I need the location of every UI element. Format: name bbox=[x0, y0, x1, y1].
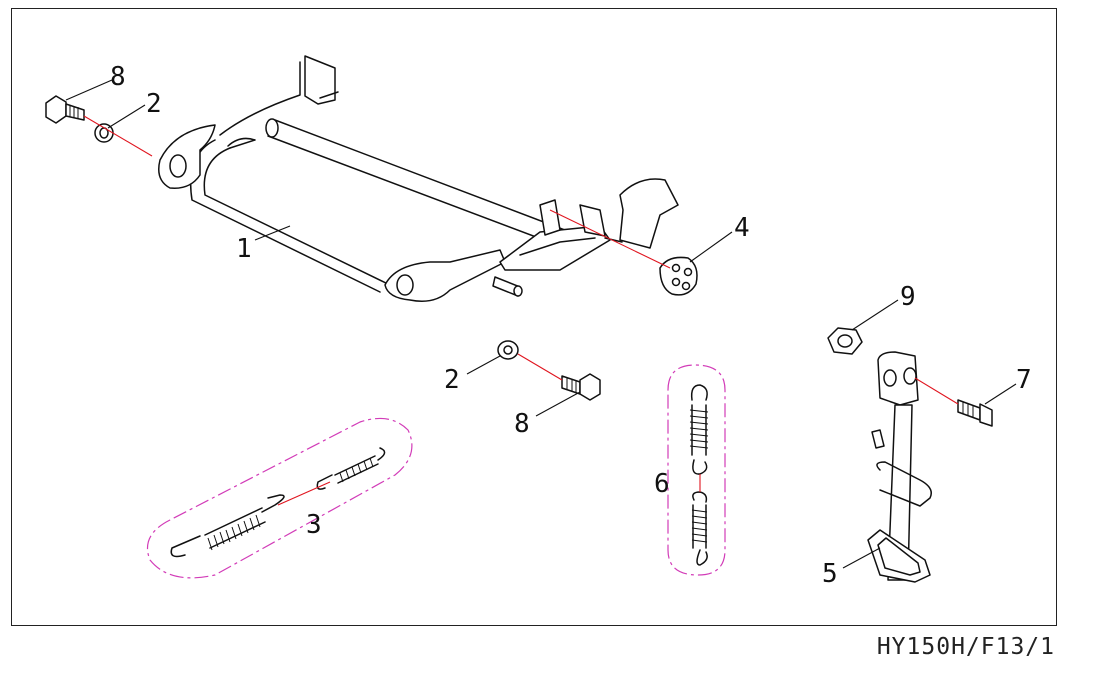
assembly-axis-top-left bbox=[83, 115, 153, 157]
callout-5: 5 bbox=[822, 559, 838, 589]
spring-set-main-stand bbox=[146, 417, 413, 579]
assembly-axis-stopper bbox=[549, 209, 671, 269]
collar-washer-top bbox=[94, 123, 114, 143]
collar-washer-middle bbox=[497, 340, 519, 360]
spring-set-side-stand bbox=[667, 364, 726, 576]
leader-lines bbox=[65, 79, 1017, 569]
flange-bolt-top bbox=[45, 95, 85, 124]
rubber-stopper bbox=[659, 256, 698, 296]
callout-1: 1 bbox=[236, 234, 252, 264]
callout-2-top: 2 bbox=[146, 89, 162, 119]
callout-8-top: 8 bbox=[110, 62, 126, 92]
callout-3: 3 bbox=[306, 510, 322, 540]
assembly-axis-middle bbox=[517, 353, 563, 381]
callout-6: 6 bbox=[654, 469, 670, 499]
callout-9: 9 bbox=[900, 282, 916, 312]
drawing-frame bbox=[11, 8, 1057, 626]
callout-7: 7 bbox=[1016, 365, 1032, 395]
callout-4: 4 bbox=[734, 213, 750, 243]
drawing-code: HY150H/F13/1 bbox=[876, 634, 1055, 660]
flange-bolt-middle bbox=[561, 373, 601, 401]
hex-nut bbox=[827, 327, 863, 355]
pivot-bolt bbox=[957, 399, 993, 427]
callout-2-middle: 2 bbox=[444, 365, 460, 395]
assembly-axis-side-stand bbox=[914, 377, 959, 405]
callout-8-middle: 8 bbox=[514, 409, 530, 439]
side-stand bbox=[867, 351, 932, 583]
assembly-axis-spring-set-3 bbox=[277, 481, 331, 506]
main-stand-frame bbox=[158, 55, 679, 302]
